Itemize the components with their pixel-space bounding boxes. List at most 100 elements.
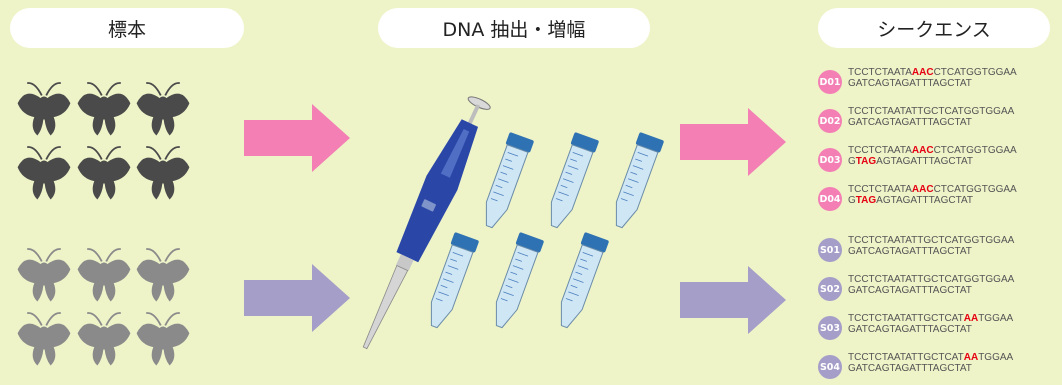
sequence-segment: TCCTCTAATA xyxy=(848,67,912,78)
right-arrow-icon xyxy=(244,104,350,172)
moth-dark-icon-group xyxy=(17,82,190,200)
moth-dark-icon xyxy=(136,146,190,200)
sample-id-badge: S04 xyxy=(818,355,842,379)
sequence-line: GTAGAGTAGATTTAGCTAT xyxy=(848,156,1017,167)
sequence-line: GATCAGTAGATTTAGCTAT xyxy=(848,363,1013,374)
sequence-line: GTAGAGTAGATTTAGCTAT xyxy=(848,195,1017,206)
moth-gray-icon xyxy=(136,248,190,302)
header-specimen-label: 標本 xyxy=(107,18,146,41)
right-arrow-icon xyxy=(244,264,350,332)
header-specimen: 標本 xyxy=(10,8,244,48)
sequence-line: GATCAGTAGATTTAGCTAT xyxy=(848,117,1014,128)
moth-dark-icon xyxy=(77,146,131,200)
moth-gray-icon xyxy=(77,248,131,302)
moth-dark-icon xyxy=(17,146,71,200)
sample-id-badge: S02 xyxy=(818,277,842,301)
sequence-segment: CTCATGGTGGAA xyxy=(933,67,1017,78)
header-dna-extraction: DNA 抽出・増幅 xyxy=(378,8,650,48)
sequence-segment: GATCAGTAGATTTAGCTAT xyxy=(848,324,972,335)
sample-id-badge: D03 xyxy=(818,148,842,172)
sequence-segment: G xyxy=(848,195,856,206)
sequence-segment: TCCTCTAATATTGCTCATGGTGGAA xyxy=(848,274,1015,285)
pipette-icon xyxy=(362,96,491,350)
centrifuge-tube-icon xyxy=(550,132,599,229)
moth-dark-icon xyxy=(136,82,190,136)
sample-id-badge: S01 xyxy=(818,238,842,262)
sequence-segment: G xyxy=(848,156,856,167)
sequence-line: TCCTCTAATATTGCTCATAATGGAA xyxy=(848,352,1013,363)
centrifuge-tube-icon xyxy=(430,232,479,329)
sequence-line: TCCTCTAATATTGCTCATGGTGGAA xyxy=(848,235,1014,246)
sample-id-badge: D01 xyxy=(818,70,842,94)
sequence-segment: TGGAA xyxy=(978,352,1014,363)
sequence-segment: TCCTCTAATATTGCTCATGGTGGAA xyxy=(848,235,1015,246)
header-sequence: シークエンス xyxy=(818,8,1050,48)
header-dna-label: DNA 抽出・増幅 xyxy=(442,18,586,41)
moth-gray-icon xyxy=(136,312,190,366)
sequence-segment: GATCAGTAGATTTAGCTAT xyxy=(848,117,972,128)
sequence-line: TCCTCTAATATTGCTCATGGTGGAA xyxy=(848,274,1014,285)
sequence-line: TCCTCTAATAAACCTCATGGTGGAA xyxy=(848,67,1017,78)
sequence-segment: CTCATGGTGGAA xyxy=(933,184,1017,195)
mutation-segment: TAG xyxy=(855,156,877,167)
sequence-segment: GATCAGTAGATTTAGCTAT xyxy=(848,246,972,257)
sequence-segment: TCCTCTAATATTGCTCAT xyxy=(848,313,964,324)
sequence-segment: TCCTCTAATA xyxy=(848,184,912,195)
sequence-line: GATCAGTAGATTTAGCTAT xyxy=(848,285,1014,296)
sequence-segment: GATCAGTAGATTTAGCTAT xyxy=(848,363,972,374)
sequence-segment: AGTAGATTTAGCTAT xyxy=(876,156,974,167)
centrifuge-tube-icon xyxy=(560,232,609,329)
centrifuge-tube-icon xyxy=(485,132,534,229)
sample-id-badge: D04 xyxy=(818,187,842,211)
moth-gray-icon xyxy=(17,312,71,366)
sequence-segment: TCCTCTAATATTGCTCATGGTGGAA xyxy=(848,106,1015,117)
mutation-segment: AAC xyxy=(911,184,934,195)
moth-gray-icon xyxy=(17,248,71,302)
sequence-segment: TGGAA xyxy=(978,313,1014,324)
mutation-segment: AA xyxy=(963,313,979,324)
sequence-line: TCCTCTAATATTGCTCATGGTGGAA xyxy=(848,106,1014,117)
centrifuge-tube-icon xyxy=(495,232,544,329)
sequence-segment: GATCAGTAGATTTAGCTAT xyxy=(848,285,972,296)
sequence-line: TCCTCTAATATTGCTCATAATGGAA xyxy=(848,313,1013,324)
sample-id-badge: S03 xyxy=(818,316,842,340)
sequence-line: GATCAGTAGATTTAGCTAT xyxy=(848,324,1013,335)
mutation-segment: AA xyxy=(963,352,979,363)
moth-gray-icon xyxy=(77,312,131,366)
header-sequence-label: シークエンス xyxy=(877,18,991,41)
sequence-line: TCCTCTAATAAACCTCATGGTGGAA xyxy=(848,184,1017,195)
sequence-segment: TCCTCTAATATTGCTCAT xyxy=(848,352,964,363)
sequence-segment: AGTAGATTTAGCTAT xyxy=(876,195,974,206)
moth-dark-icon xyxy=(17,82,71,136)
moth-dark-icon xyxy=(77,82,131,136)
moth-gray-icon-group xyxy=(17,248,190,366)
right-arrow-icon xyxy=(680,266,786,334)
right-arrow-icon xyxy=(680,108,786,176)
sequence-segment: CTCATGGTGGAA xyxy=(933,145,1017,156)
mutation-segment: AAC xyxy=(911,145,934,156)
sample-id-badge: D02 xyxy=(818,109,842,133)
sequence-segment: GATCAGTAGATTTAGCTAT xyxy=(848,78,972,89)
centrifuge-tube-icon xyxy=(615,132,664,229)
sequence-segment: TCCTCTAATA xyxy=(848,145,912,156)
sequence-line: TCCTCTAATAAACCTCATGGTGGAA xyxy=(848,145,1017,156)
sequence-line: GATCAGTAGATTTAGCTAT xyxy=(848,246,1014,257)
mutation-segment: TAG xyxy=(855,195,877,206)
